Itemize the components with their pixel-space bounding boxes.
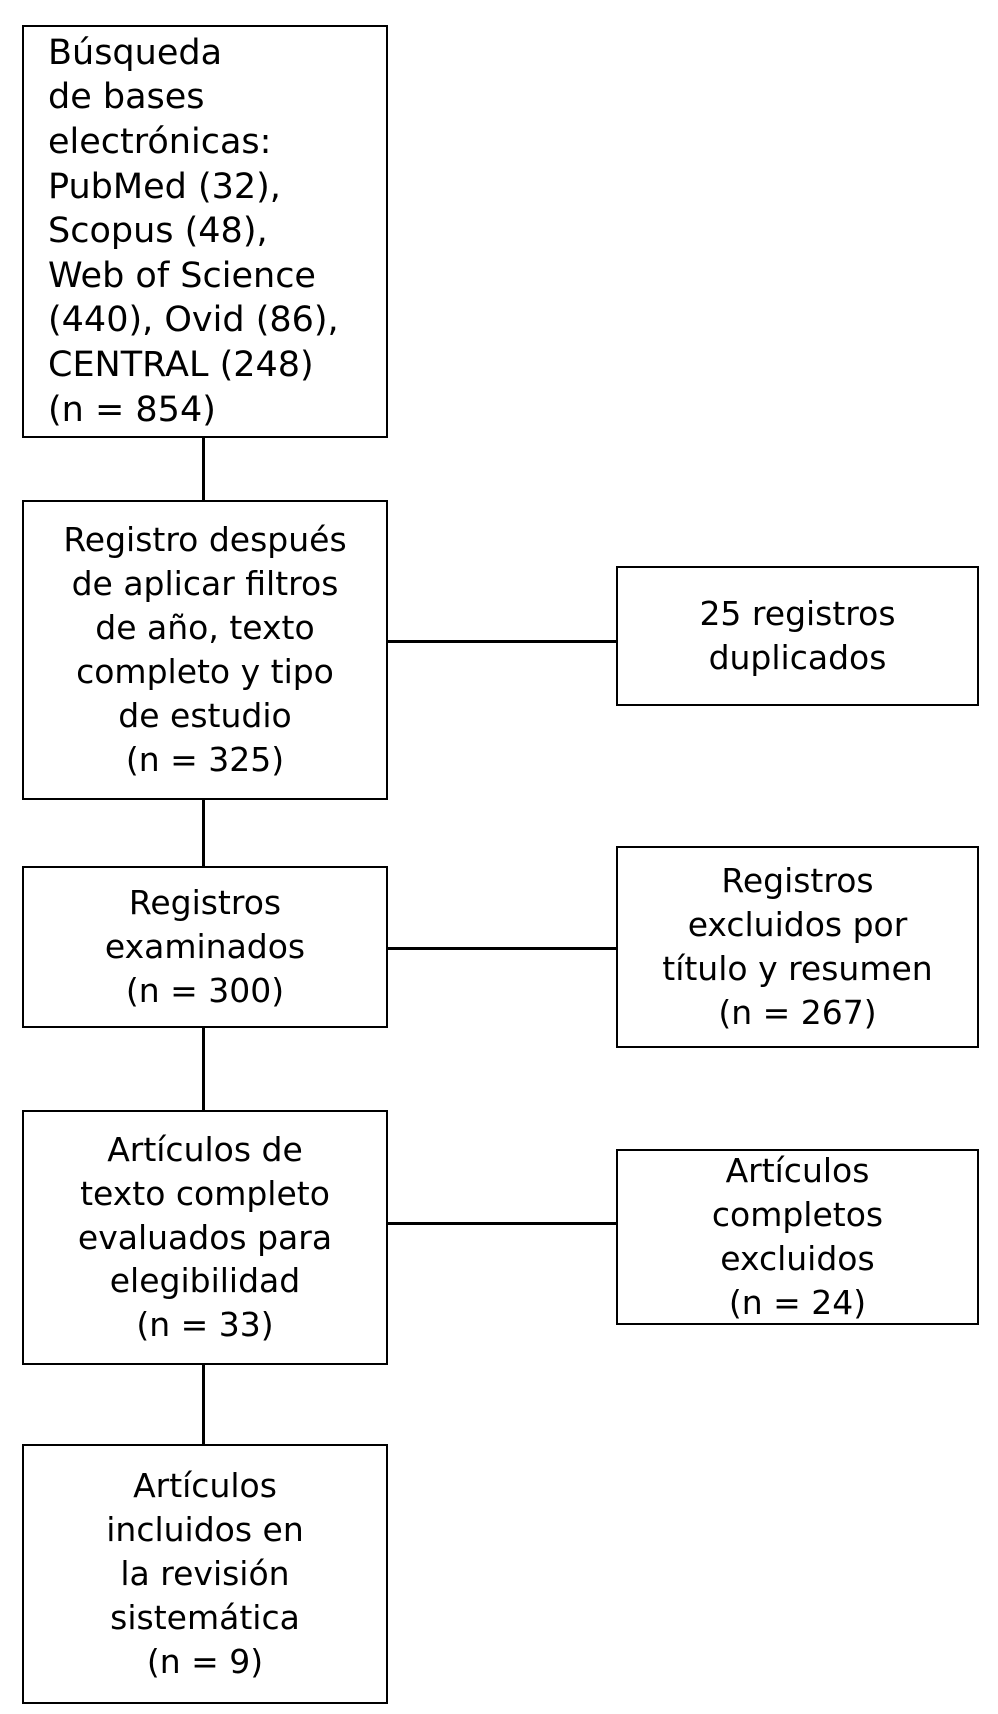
- connector-fulltext-to-excluded-full: [386, 1222, 618, 1225]
- records-excluded-title-abstract-text: Registros excluidos por título y resumen…: [662, 861, 933, 1032]
- fulltext-excluded-box: Artículos completos excluidos (n = 24): [616, 1149, 979, 1325]
- duplicate-records-box: 25 registros duplicados: [616, 566, 979, 706]
- identification-sources-text: Búsqueda de bases electrónicas: PubMed (…: [48, 32, 339, 430]
- records-screened-text: Registros examinados (n = 300): [104, 883, 306, 1010]
- fulltext-assessed-text: Artículos de texto completo evaluados pa…: [77, 1129, 333, 1345]
- connector-sources-to-filtered: [202, 436, 205, 502]
- duplicate-records-text: 25 registros duplicados: [699, 594, 896, 677]
- records-after-filters-text: Registro después de aplicar filtros de a…: [63, 520, 347, 779]
- connector-screened-to-excluded-title: [386, 947, 618, 950]
- connector-filtered-to-duplicates: [386, 640, 618, 643]
- connector-fulltext-to-included: [202, 1363, 205, 1446]
- fulltext-excluded-text: Artículos completos excluidos (n = 24): [711, 1151, 884, 1322]
- studies-included-text: Artículos incluidos en la revisión siste…: [106, 1466, 304, 1681]
- records-excluded-title-abstract-box: Registros excluidos por título y resumen…: [616, 846, 979, 1048]
- records-after-filters-box: Registro después de aplicar filtros de a…: [22, 500, 388, 800]
- identification-sources-box: Búsqueda de bases electrónicas: PubMed (…: [22, 25, 388, 438]
- records-screened-box: Registros examinados (n = 300): [22, 866, 388, 1028]
- connector-filtered-to-screened: [202, 798, 205, 868]
- studies-included-box: Artículos incluidos en la revisión siste…: [22, 1444, 388, 1704]
- fulltext-assessed-box: Artículos de texto completo evaluados pa…: [22, 1110, 388, 1365]
- connector-screened-to-fulltext: [202, 1026, 205, 1112]
